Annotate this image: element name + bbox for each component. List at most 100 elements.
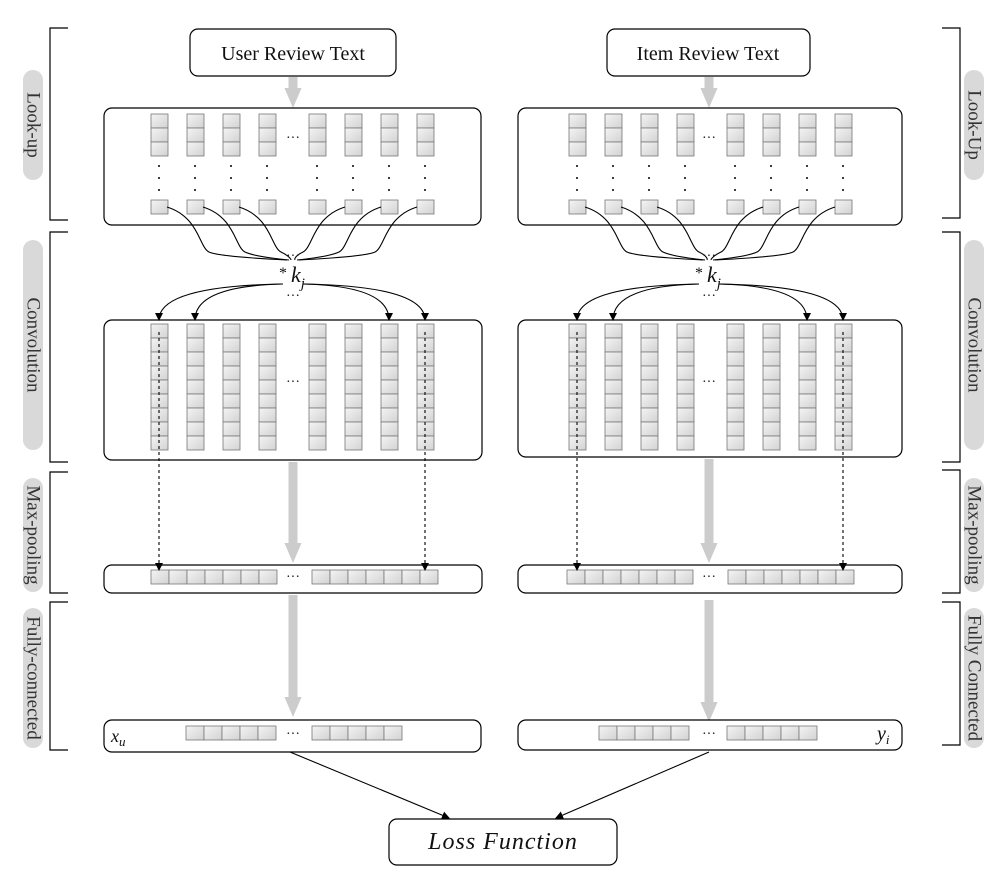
right-lookup-bottom-cell — [604, 199, 623, 215]
left-pool-cell — [347, 569, 367, 585]
left-conv-cell — [380, 379, 399, 395]
left-kernel-arrow — [191, 283, 284, 321]
left-conv-cell — [308, 393, 327, 409]
right-input-wire — [620, 206, 706, 261]
right-input-wire — [584, 206, 704, 261]
right-conv-cell — [798, 435, 817, 451]
left-lookup-top-cell — [308, 141, 327, 157]
right-layer-1-pill — [964, 240, 984, 450]
right-vertical-dot — [842, 177, 844, 179]
left-conv-cell — [308, 323, 327, 339]
right-vertical-dot — [842, 165, 844, 167]
left-lookup-top-cell — [258, 141, 277, 157]
right-lookup-top-cell — [798, 127, 817, 143]
left-conv-cell — [380, 407, 399, 423]
left-conv-cell — [344, 379, 363, 395]
right-input-wire — [712, 206, 800, 261]
left-conv-cell — [222, 435, 241, 451]
left-vertical-dot — [352, 189, 354, 191]
left-conv-cell — [222, 421, 241, 437]
left-vertical-dot — [424, 189, 426, 191]
right-vertical-dot — [612, 189, 614, 191]
left-input-wire — [166, 206, 288, 261]
left-vertical-dot — [194, 177, 196, 179]
left-lookup-top-cell — [344, 113, 363, 129]
right-conv-cell — [762, 365, 781, 381]
right-vertical-dot — [648, 177, 650, 179]
right-lookup-top-cell — [798, 141, 817, 157]
right-pool-cell — [727, 569, 747, 585]
left-conv-cell — [186, 393, 205, 409]
left-lookup-top-cell — [380, 127, 399, 143]
right-layer-3-label: Fully Connected — [964, 615, 985, 742]
left-lookup-top-cell — [222, 141, 241, 157]
right-pool-cell — [638, 569, 658, 585]
right-conv-cell — [604, 351, 623, 367]
right-conv-cell — [726, 323, 745, 339]
right-vertical-dot — [770, 165, 772, 167]
left-layer-1-label: Convolution — [23, 297, 44, 393]
left-fc-cell — [329, 725, 349, 741]
left-vertical-dot — [316, 189, 318, 191]
left-conv-cell — [186, 407, 205, 423]
right-lookup-top-cell — [568, 141, 587, 157]
right-bracket-0 — [942, 27, 961, 219]
right-conv-cell — [726, 351, 745, 367]
left-conv-cell — [258, 323, 277, 339]
right-lookup-bottom-cell — [762, 199, 781, 215]
left-conv-cell — [344, 351, 363, 367]
left-conv-cell — [344, 407, 363, 423]
left-lookup-top-cell — [416, 127, 435, 143]
right-bracket-1 — [942, 231, 961, 463]
left-lookup-top-cell — [344, 127, 363, 143]
right-fc-cell — [634, 725, 654, 741]
left-pool-cell — [240, 569, 260, 585]
right-lookup-top-cell — [834, 127, 853, 143]
left-conv-cell — [186, 421, 205, 437]
left-kernel-arrow — [155, 283, 284, 321]
right-conv-cell — [676, 379, 695, 395]
left-conv-cell — [258, 365, 277, 381]
right-conv-ellipsis: ··· — [702, 375, 716, 390]
right-conv-cell — [762, 337, 781, 353]
right-fc-cell — [616, 725, 636, 741]
right-vertical-dot — [576, 165, 578, 167]
right-pool-cell — [584, 569, 604, 585]
left-lookup-top-cell — [186, 113, 205, 129]
right-conv-cell — [834, 323, 853, 339]
left-conv-cell — [222, 407, 241, 423]
left-vertical-dot — [424, 177, 426, 179]
left-lookup-top-cell — [258, 113, 277, 129]
left-fc-cell — [365, 725, 385, 741]
right-conv-cell — [604, 435, 623, 451]
right-conv-cell — [798, 365, 817, 381]
left-conv-cell — [186, 337, 205, 353]
left-layer-0-label: Look-up — [23, 92, 44, 157]
left-wire-ellipsis-top: ··· — [286, 249, 300, 264]
left-pool-cell — [329, 569, 349, 585]
left-conv-cell — [416, 323, 435, 339]
left-conv-cell — [344, 393, 363, 409]
right-vertical-dot — [648, 189, 650, 191]
right-conv-cell — [604, 421, 623, 437]
right-conv-cell — [676, 421, 695, 437]
user-review-text: User Review Text — [221, 43, 365, 65]
right-conv-cell — [798, 323, 817, 339]
left-conv-cell — [308, 435, 327, 451]
right-pool-cell — [602, 569, 622, 585]
left-fc-cell — [185, 725, 205, 741]
left-lookup-bottom-cell — [258, 199, 277, 215]
left-conv-cell — [308, 351, 327, 367]
right-conv-cell — [676, 337, 695, 353]
right-lookup-top-cell — [640, 113, 659, 129]
right-lookup-top-cell — [726, 113, 745, 129]
left-conv-cell — [380, 393, 399, 409]
right-pool-cell — [799, 569, 819, 585]
left-vertical-dot — [230, 177, 232, 179]
left-fc-ellipsis: ··· — [286, 727, 300, 742]
left-vertical-dot — [388, 165, 390, 167]
right-fc-cell — [762, 725, 782, 741]
right-fc-cell — [598, 725, 618, 741]
right-fc-cell — [726, 725, 746, 741]
right-lookup-bottom-cell — [640, 199, 659, 215]
